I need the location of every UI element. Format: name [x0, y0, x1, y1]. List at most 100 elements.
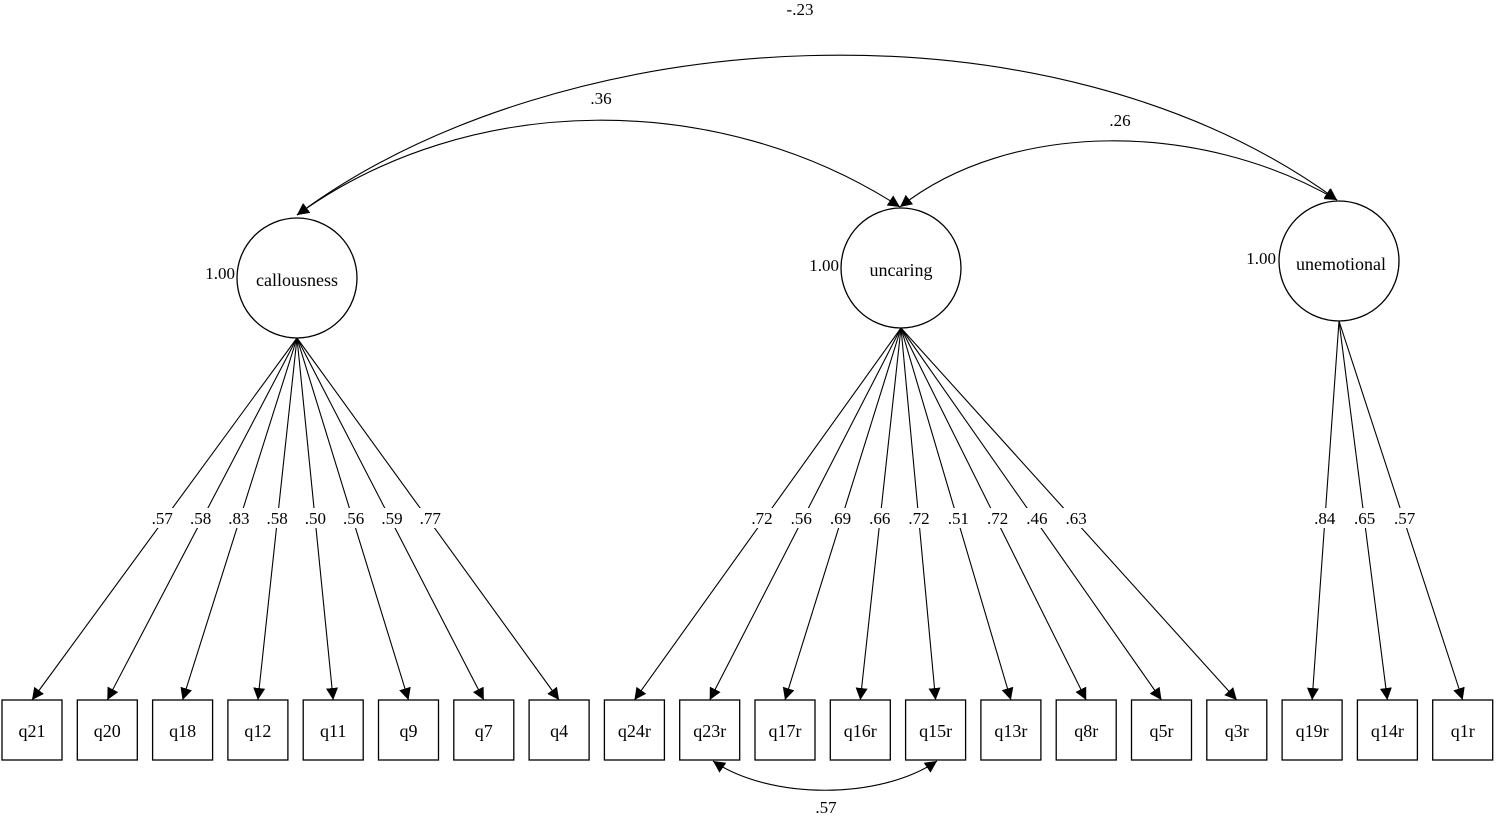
factor-callousness: callousness 1.00 — [205, 217, 358, 339]
indicator-label-q17r: q17r — [769, 721, 802, 741]
indicator-label-q15r: q15r — [919, 721, 952, 741]
indicator-label-q8r: q8r — [1074, 721, 1098, 741]
loading-label-q1r: .57 — [1394, 509, 1416, 528]
loading-label-q18: .83 — [228, 509, 249, 528]
indicator-box-q23r — [679, 699, 741, 761]
indicator-label-q19r: q19r — [1296, 721, 1329, 741]
indicator-label-q3r: q3r — [1225, 721, 1249, 741]
indicator-label-q12: q12 — [244, 721, 271, 741]
indicator-label-q5r: q5r — [1150, 721, 1174, 741]
indicator-box-q16r — [829, 699, 891, 761]
loading-label-q9: .56 — [343, 509, 364, 528]
corr-curve-uncaring-unemotional — [899, 140, 1338, 208]
indicator-box-q7 — [453, 699, 515, 761]
corr-label-callousness-unemotional: -.23 — [787, 0, 814, 19]
indicator-box-q14r — [1356, 699, 1419, 761]
loading-label-bg — [301, 508, 330, 528]
indicator-label-q13r: q13r — [994, 721, 1027, 741]
loading-label-bg — [747, 508, 776, 528]
indicator-label-q9: q9 — [400, 721, 418, 741]
loading-label-q16r: .66 — [869, 509, 890, 528]
indicator-box-q20 — [76, 699, 138, 761]
indicator-box-q15r — [904, 699, 967, 761]
loading-label-q11: .50 — [305, 509, 326, 528]
loading-label-q8r: .72 — [987, 509, 1008, 528]
loading-label-bg — [787, 508, 816, 528]
indicator-label-q18: q18 — [169, 721, 196, 741]
factor-variance: 1.00 — [809, 256, 839, 275]
factor-variance: 1.00 — [205, 264, 235, 283]
loading-label-bg — [905, 508, 934, 528]
corr-label-q23r-q15r: .57 — [815, 798, 837, 817]
loading-label-bg — [865, 508, 894, 528]
loading-label-bg — [1310, 508, 1339, 528]
indicator-box-q18 — [151, 699, 214, 761]
loading-label-bg — [377, 508, 406, 528]
factor-uncaring: uncaring 1.00 — [809, 207, 962, 329]
indicator-label-q21: q21 — [19, 721, 46, 741]
indicator-box-q11 — [302, 699, 364, 761]
corr-curve-callousness-unemotional — [296, 54, 1338, 216]
indicator-box-q9 — [377, 699, 440, 761]
indicator-label-q7: q7 — [475, 721, 493, 741]
loading-label-bg — [186, 508, 215, 528]
factor-label: unemotional — [1296, 254, 1386, 274]
loading-label-bg — [1062, 508, 1091, 528]
indicator-box-q3r — [1206, 699, 1268, 761]
loading-label-q12: .58 — [267, 509, 288, 528]
loading-labels: .57 .58 .83 .58 .50 .56 .59 .77 .72 .56 .69 .66 .72.… — [148, 508, 1419, 528]
loading-label-bg — [1022, 508, 1051, 528]
loading-label-q24r: .72 — [751, 509, 772, 528]
indicator-box-q13r — [980, 699, 1042, 761]
loading-label-q20: .58 — [190, 509, 211, 528]
indicator-box-q5r — [1130, 699, 1193, 761]
indicator-label-q11: q11 — [320, 721, 346, 741]
indicator-box-q17r — [754, 699, 816, 761]
corr-curve-callousness-uncaring — [296, 119, 901, 216]
indicator-boxes: q21 q20 q18 q12 q11 q9 q7 q4 q24r q23r q17r q16r q15… — [1, 699, 1494, 761]
loading-label-q23r: .56 — [791, 509, 812, 528]
loading-label-q7: .59 — [381, 509, 402, 528]
loading-label-bg — [983, 508, 1012, 528]
corr-label-uncaring-unemotional: .26 — [1109, 111, 1130, 130]
indicator-label-q1r: q1r — [1451, 721, 1475, 741]
indicator-label-q16r: q16r — [844, 721, 877, 741]
corr-label-callousness-uncaring: .36 — [590, 89, 611, 108]
loading-label-q13r: .51 — [948, 509, 969, 528]
indicator-box-q19r — [1281, 699, 1343, 761]
indicator-label-q14r: q14r — [1371, 721, 1404, 741]
factor-label: uncaring — [870, 260, 933, 280]
factor-label: callousness — [256, 270, 338, 290]
indicator-label-q24r: q24r — [618, 721, 651, 741]
loading-label-bg — [944, 508, 973, 528]
loading-label-bg — [148, 508, 177, 528]
loading-label-q3r: .63 — [1065, 509, 1086, 528]
loading-label-q15r: .72 — [908, 509, 929, 528]
indicator-box-q4 — [528, 699, 590, 761]
indicator-box-q12 — [227, 699, 289, 761]
loading-label-bg — [1350, 508, 1379, 528]
indicator-box-q21 — [1, 699, 63, 761]
factor-variance: 1.00 — [1246, 249, 1276, 268]
indicator-box-q24r — [603, 699, 666, 761]
factor-unemotional: unemotional 1.00 — [1246, 200, 1400, 322]
indicator-label-q23r: q23r — [693, 721, 726, 741]
loading-label-q21: .57 — [152, 509, 174, 528]
loading-label-q19r: .84 — [1314, 509, 1336, 528]
loading-label-q5r: .46 — [1026, 509, 1047, 528]
corr-curve-q23r-q15r — [712, 760, 938, 791]
loading-label-q14r: .65 — [1354, 509, 1375, 528]
loading-label-bg — [224, 508, 253, 528]
loading-label-bg — [1390, 508, 1419, 528]
indicator-label-q4: q4 — [550, 721, 568, 741]
loading-label-q17r: .69 — [830, 509, 851, 528]
loading-label-q4: .77 — [420, 509, 442, 528]
indicator-box-q1r — [1432, 699, 1494, 761]
loading-label-bg — [339, 508, 368, 528]
indicator-box-q8r — [1055, 699, 1117, 761]
loading-label-bg — [416, 508, 445, 528]
loading-label-bg — [826, 508, 855, 528]
indicator-label-q20: q20 — [94, 721, 121, 741]
loading-label-bg — [263, 508, 292, 528]
